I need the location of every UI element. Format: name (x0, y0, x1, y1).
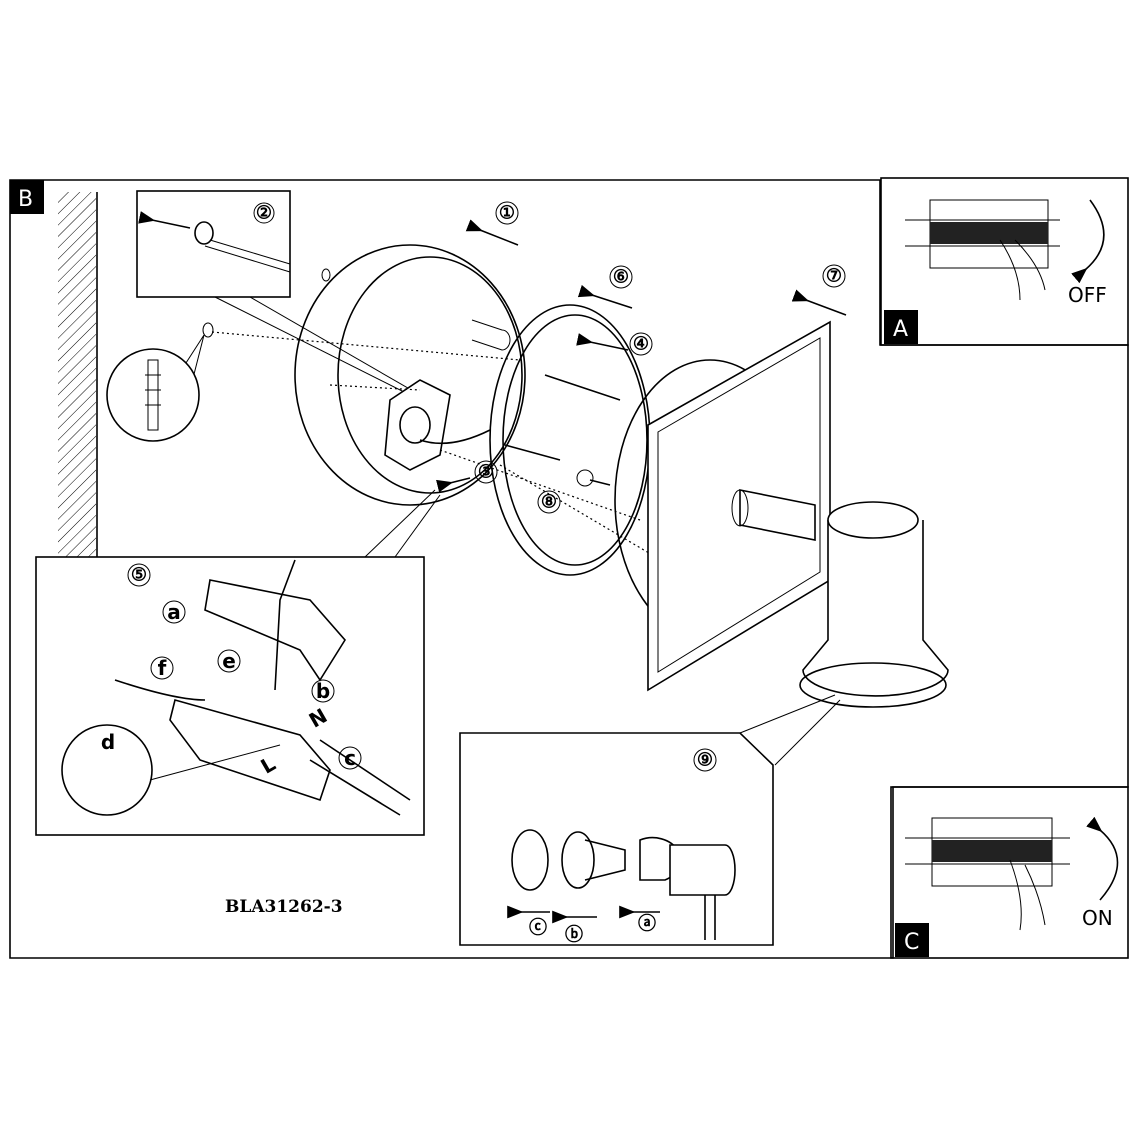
step-5-number: ⑤ (131, 565, 147, 586)
screwdriver-icon (274, 559, 296, 691)
substep-c: c (344, 746, 356, 770)
cable-icon (309, 739, 411, 816)
panel-c-label: C (904, 930, 919, 955)
switch-off-text: OFF (1068, 283, 1107, 307)
lamp-body (614, 320, 949, 708)
model-code: BLA31262-3 (225, 897, 343, 917)
substep-d: d (101, 730, 115, 754)
screw-head-icon (576, 469, 594, 487)
substep-a: a (167, 600, 181, 624)
screw-icon (544, 374, 621, 401)
wall-plug-detail (106, 322, 521, 442)
step-7-number: ⑦ (826, 266, 842, 287)
panel-a-breaker-off: A OFF (880, 177, 1129, 346)
rotate-on-arrow-icon (1086, 816, 1119, 901)
rotate-off-arrow-icon (1071, 199, 1105, 284)
panel-c-breaker-on: C ON (890, 786, 1129, 959)
substep-9-c: ⓒ (529, 917, 547, 939)
mounting-base (294, 244, 641, 521)
step-2-number: ② (256, 203, 272, 224)
wall-icon (58, 192, 98, 564)
screwdriver-icon (204, 239, 291, 273)
screw-icon (504, 444, 561, 461)
substep-e: e (222, 649, 236, 673)
glass-ring-icon (511, 829, 549, 891)
breaker-panel-icon (905, 199, 1060, 301)
terminal-block-icon (169, 699, 331, 802)
step-3-number: ③ (478, 462, 494, 483)
panel-a-label: A (893, 317, 908, 342)
reflector-ring-icon (561, 831, 595, 889)
substep-9-a: ⓐ (638, 913, 656, 935)
inset-step-2: ② (136, 190, 421, 401)
step-8-number: ⑧ (541, 492, 557, 513)
panel-b-label-bg (10, 180, 44, 214)
lamp-head-icon (669, 844, 736, 896)
bulb-icon (584, 839, 626, 881)
switch-on-text: ON (1082, 906, 1113, 930)
panel-b-label: B (18, 187, 33, 212)
step-4-number: ④ (633, 334, 649, 355)
wall-plug-icon (145, 359, 161, 431)
step-9-number: ⑨ (697, 750, 713, 771)
substep-b: b (316, 679, 330, 703)
breaker-panel-icon (905, 817, 1070, 931)
step-1-number: ① (499, 203, 515, 224)
inset-step-9: ⑨ ⓒ ⓑ ⓐ (459, 694, 841, 946)
substep-9-b: ⓑ (565, 924, 583, 946)
grommet-icon (194, 221, 214, 245)
step-6-number: ⑥ (613, 267, 629, 288)
inset-step-5: ⑤ a b c d e f L N (35, 489, 441, 836)
substep-f: f (158, 656, 167, 680)
